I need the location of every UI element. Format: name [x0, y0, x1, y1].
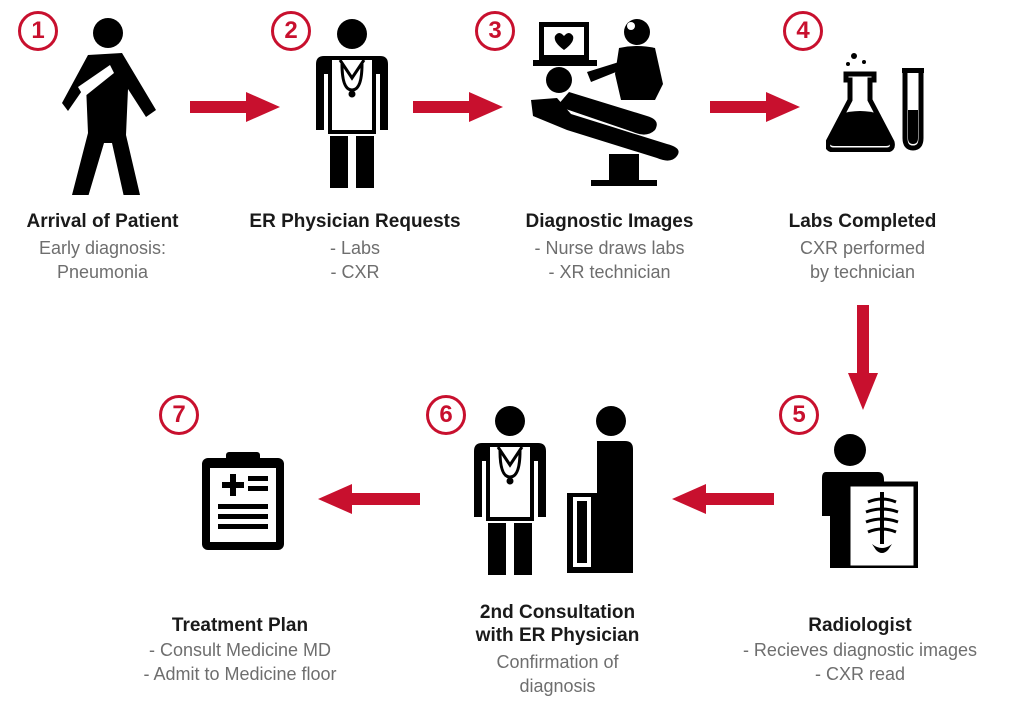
step-details: Confirmation of diagnosis: [440, 650, 675, 698]
arrow-left-5-to-6: [672, 484, 774, 514]
detail-line: - Labs: [329, 238, 381, 258]
arrow-down-4-to-5: [848, 305, 878, 410]
step-details: - Labs - CXR: [240, 236, 470, 284]
detail-line: diagnosis: [519, 676, 596, 696]
detail-line: - Recieves diagnostic images: [742, 640, 978, 660]
clipboard-icon: [202, 452, 284, 550]
step-title: ER Physician Requests: [249, 211, 461, 232]
arrow-left-6-to-7: [318, 484, 420, 514]
detail-line: by technician: [809, 262, 916, 282]
patient-exam-chair-icon: [531, 19, 679, 186]
title-line: 2nd Consultation: [479, 602, 636, 623]
detail-line: - CXR read: [814, 664, 906, 684]
step-title: Labs Completed: [788, 211, 937, 232]
arrow-right-1-to-2: [190, 92, 280, 122]
detail-line: Early diagnosis:: [38, 238, 167, 258]
arrow-right-2-to-3: [413, 92, 503, 122]
injured-patient-icon: [62, 18, 156, 195]
detail-line: - Admit to Medicine floor: [143, 664, 337, 684]
arrow-right-3-to-4: [710, 92, 800, 122]
step-details: - Consult Medicine MD - Admit to Medicin…: [105, 638, 375, 686]
step-number-badge: 4: [783, 11, 823, 51]
step-number-badge: 7: [159, 395, 199, 435]
step-title: Treatment Plan: [171, 615, 309, 636]
step-number-badge: 5: [779, 395, 819, 435]
physician-icon: [474, 406, 546, 575]
step-number-badge: 3: [475, 11, 515, 51]
step-title: Radiologist: [808, 615, 912, 636]
physician-icon: [316, 19, 388, 188]
step-number-badge: 6: [426, 395, 466, 435]
step-title: 2nd Consultation with ER Physician: [440, 601, 675, 647]
detail-line: - XR technician: [548, 262, 671, 282]
step-number-badge: 1: [18, 11, 58, 51]
title-line: with ER Physician: [475, 625, 640, 646]
step-details: - Recieves diagnostic images - CXR read: [700, 638, 1017, 686]
radiologist-xray-icon: [822, 434, 918, 568]
detail-line: - CXR: [330, 262, 380, 282]
step-details: CXR performed by technician: [760, 236, 965, 284]
detail-line: CXR performed: [799, 238, 926, 258]
step-number-badge: 2: [271, 11, 311, 51]
detail-line: - Consult Medicine MD: [148, 640, 332, 660]
step-title: Arrival of Patient: [26, 211, 179, 232]
detail-line: - Nurse draws labs: [534, 238, 685, 258]
lab-flask-icon: [826, 53, 924, 152]
step-details: Early diagnosis: Pneumonia: [0, 236, 205, 284]
step-details: - Nurse draws labs - XR technician: [507, 236, 712, 284]
seated-patient-icon: [567, 406, 633, 573]
detail-line: Confirmation of: [496, 652, 619, 672]
detail-line: Pneumonia: [56, 262, 149, 282]
step-title: Diagnostic Images: [525, 211, 694, 232]
